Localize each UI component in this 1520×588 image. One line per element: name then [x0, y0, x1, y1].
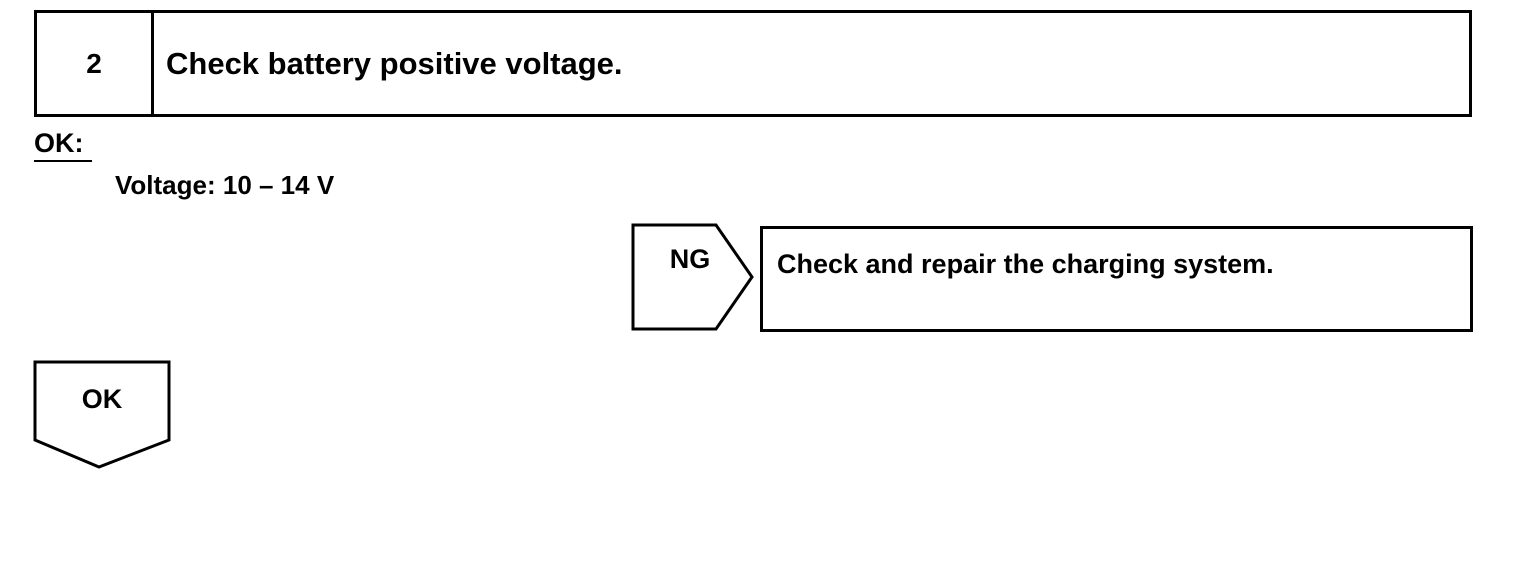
- step-number: 2: [37, 13, 154, 114]
- voltage-spec: Voltage: 10 – 14 V: [115, 170, 335, 200]
- step-header-box: 2 Check battery positive voltage.: [34, 10, 1472, 117]
- ok-criteria-underline: [34, 160, 92, 162]
- ng-arrow-shape: [631, 223, 754, 331]
- ng-action-text: Check and repair the charging system.: [777, 249, 1274, 279]
- ok-arrow-shape: [33, 360, 171, 469]
- ng-branch-label: NG: [669, 244, 711, 274]
- ng-action-box: Check and repair the charging system.: [760, 226, 1473, 332]
- step-title: Check battery positive voltage.: [166, 45, 623, 81]
- ok-branch-label: OK: [81, 384, 123, 414]
- ok-criteria-label: OK:: [34, 128, 84, 158]
